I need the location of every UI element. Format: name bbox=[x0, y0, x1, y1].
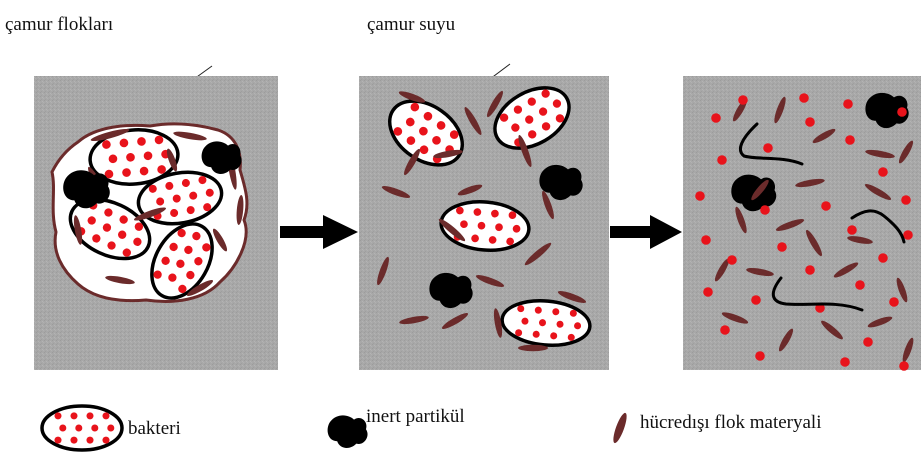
free-bacterium-7 bbox=[845, 135, 855, 145]
eps-strand-p2-15 bbox=[518, 345, 548, 351]
free-bacterium-10 bbox=[901, 195, 911, 205]
free-bacterium-2 bbox=[843, 99, 853, 109]
arrow-2 bbox=[610, 215, 682, 249]
free-bacterium-13 bbox=[760, 205, 770, 215]
free-bacterium-8 bbox=[717, 155, 727, 165]
legend-bacteria-icon bbox=[42, 406, 122, 450]
free-bacterium-21 bbox=[855, 280, 865, 290]
free-bacterium-15 bbox=[903, 230, 913, 240]
legend-inert-icon bbox=[328, 415, 368, 448]
free-bacterium-12 bbox=[821, 201, 831, 211]
free-bacterium-28 bbox=[755, 351, 765, 361]
free-bacterium-22 bbox=[703, 287, 713, 297]
free-bacterium-0 bbox=[738, 95, 748, 105]
free-bacterium-19 bbox=[727, 255, 737, 265]
free-bacterium-26 bbox=[720, 325, 730, 335]
free-bacterium-25 bbox=[889, 297, 899, 307]
free-bacterium-27 bbox=[863, 337, 873, 347]
free-bacterium-5 bbox=[897, 107, 907, 117]
free-bacterium-3 bbox=[711, 113, 721, 123]
arrow-1 bbox=[280, 215, 358, 249]
free-bacterium-17 bbox=[777, 242, 787, 252]
free-bacterium-16 bbox=[701, 235, 711, 245]
legend-eps-icon bbox=[611, 412, 629, 445]
free-bacterium-1 bbox=[799, 93, 809, 103]
free-bacterium-30 bbox=[840, 357, 850, 367]
free-bacterium-20 bbox=[805, 265, 815, 275]
free-bacterium-18 bbox=[878, 253, 888, 263]
free-bacterium-14 bbox=[847, 225, 857, 235]
free-bacterium-6 bbox=[763, 143, 773, 153]
free-bacterium-29 bbox=[899, 361, 909, 371]
free-bacterium-4 bbox=[805, 117, 815, 127]
free-bacterium-11 bbox=[695, 191, 705, 201]
free-bacterium-9 bbox=[878, 167, 888, 177]
free-bacterium-23 bbox=[751, 295, 761, 305]
